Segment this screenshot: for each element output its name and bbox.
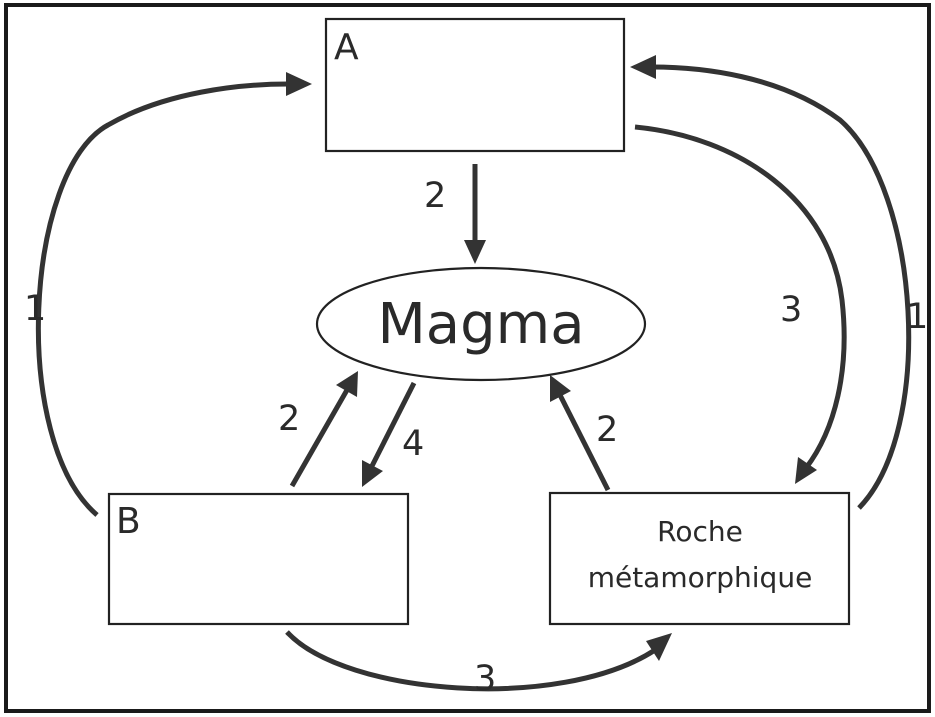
arrow-metamorphic-to-a-line (651, 64, 912, 510)
arrow-a-to-magma-head (464, 240, 486, 264)
arrow-b-to-metamorphic: 3 (285, 630, 672, 699)
arrow-metamorphic-to-a-label: 1 (906, 297, 928, 337)
arrow-magma-to-b: 4 (362, 381, 424, 487)
diagram-frame (4, 3, 931, 713)
arrow-b-to-magma-head (336, 371, 358, 397)
metamorphic-label-line2: métamorphique (588, 561, 813, 594)
arrow-b-to-magma-line (289, 388, 350, 488)
arrow-b-to-a-label: 1 (24, 289, 46, 329)
box-a-rect (324, 17, 626, 153)
arrow-b-to-a-head (286, 72, 312, 96)
arrow-magma-to-b-line (369, 381, 417, 468)
magma-ellipse (315, 266, 647, 382)
arrow-b-to-a: 1 (24, 72, 312, 517)
box-b-rect (107, 492, 410, 626)
metamorphic-label-line1: Roche (657, 515, 743, 548)
arrow-a-to-metamorphic-line (634, 124, 847, 470)
arrow-metamorphic-to-magma-line (557, 393, 611, 492)
arrow-b-to-a-line (35, 81, 289, 517)
arrow-metamorphic-to-magma-label: 2 (596, 410, 618, 450)
arrow-metamorphic-to-magma: 2 (550, 375, 618, 492)
arrow-b-to-magma: 2 (278, 371, 358, 488)
arrow-metamorphic-to-magma-head (550, 375, 571, 402)
arrow-a-to-metamorphic: 3 (634, 124, 847, 484)
arrow-magma-to-b-head (362, 460, 383, 487)
arrow-a-to-magma-label: 2 (424, 176, 446, 216)
magma-label: Magma (377, 292, 584, 357)
arrow-b-to-metamorphic-line (285, 630, 657, 692)
arrow-metamorphic-to-a: 1 (630, 55, 928, 510)
arrow-a-to-metamorphic-label: 3 (780, 290, 802, 330)
box-b-label: B (116, 501, 141, 542)
box-a-label: A (334, 27, 359, 68)
magma-node: Magma (315, 266, 647, 382)
box-metamorphic-rock: Roche métamorphique (548, 491, 851, 626)
arrow-b-to-metamorphic-label: 3 (474, 659, 496, 699)
arrow-a-to-metamorphic-head (795, 457, 817, 484)
box-b: B (107, 492, 410, 626)
box-a: A (324, 17, 626, 153)
arrow-metamorphic-to-a-head (630, 55, 656, 79)
box-metamorphic-rect (548, 491, 851, 626)
arrow-a-to-magma: 2 (424, 164, 486, 264)
arrow-magma-to-b-label: 4 (402, 424, 424, 464)
arrow-b-to-magma-label: 2 (278, 399, 300, 439)
arrow-b-to-metamorphic-head (646, 633, 672, 661)
